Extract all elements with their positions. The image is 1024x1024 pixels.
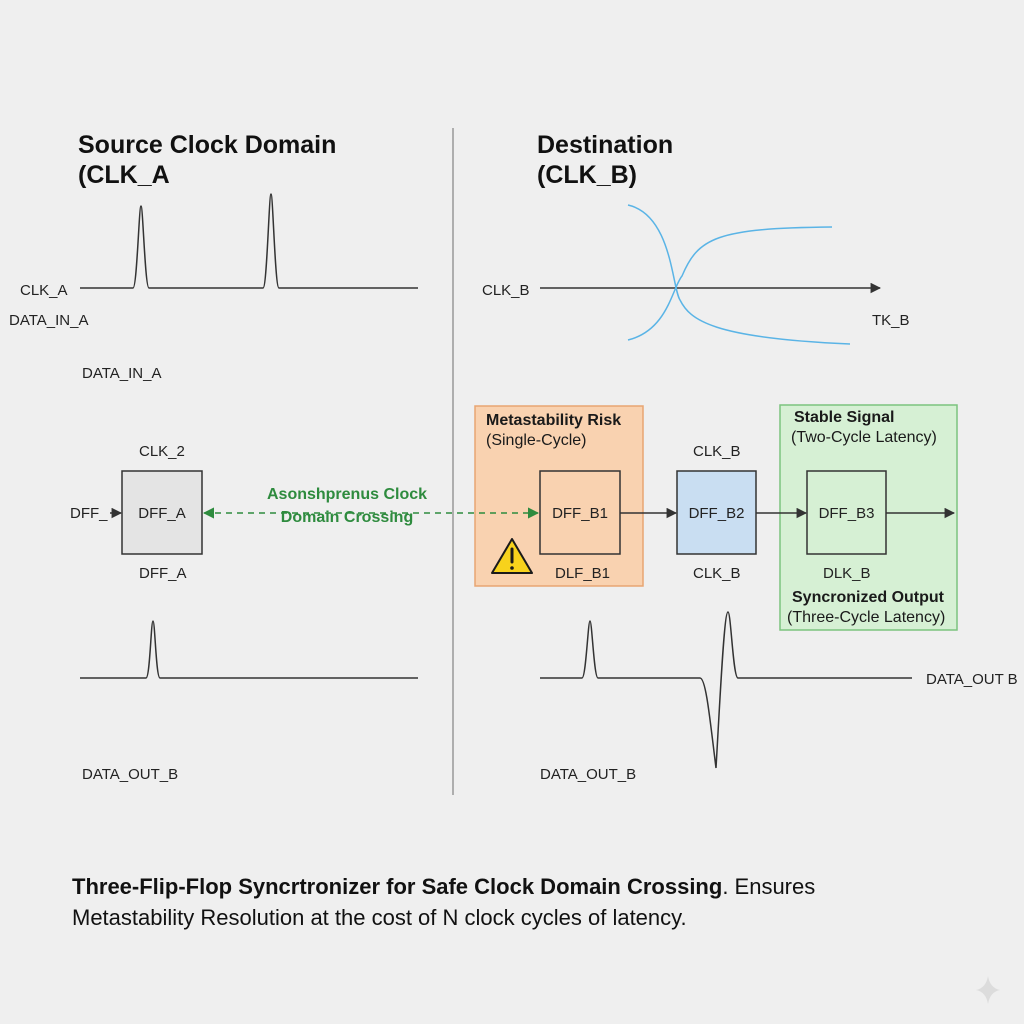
sync-output-title: Syncronized Output — [792, 589, 944, 606]
risk-region-subtitle: (Single-Cycle) — [486, 432, 587, 449]
dff-b3-name: DFF_B3 — [818, 505, 875, 522]
data-in-a-label-secondary: DATA_IN_A — [82, 365, 162, 382]
stable-region-subtitle: (Two-Cycle Latency) — [791, 429, 937, 446]
data-out-b-mid-label: DATA_OUT_B — [540, 766, 637, 783]
clk-a-waveform — [80, 193, 418, 289]
risk-region-title: Metastability Risk — [486, 412, 622, 429]
sparkle-icon — [976, 976, 1000, 1004]
stable-region-title: Stable Signal — [794, 409, 895, 426]
clk-a-label: CLK_A — [20, 282, 68, 299]
dff-b2-box — [676, 470, 757, 555]
dest-heading-line1: Destination — [537, 131, 674, 159]
caption-line1: Three-Flip-Flop Syncrtronizer for Safe C… — [72, 872, 815, 902]
dff-b3-bottom-label: DLK_B — [823, 565, 871, 582]
clk-b-label: CLK_B — [482, 282, 530, 299]
crossing-label-line2: Domain Crossing — [280, 509, 414, 526]
crossing-label: Asonshprenus Clock Domain Crossing — [232, 483, 462, 529]
source-heading-line1: Source Clock Domain — [78, 131, 337, 159]
sync-output-subtitle: (Three-Cycle Latency) — [787, 609, 946, 626]
warning-icon — [491, 538, 533, 574]
crossing-label-line1: Asonshprenus Clock — [266, 486, 428, 503]
tk-b-label: TK_B — [872, 312, 910, 329]
dff-b2-name: DFF_B2 — [688, 505, 745, 522]
data-out-b-left-label: DATA_OUT_B — [82, 766, 179, 783]
caption-rest: . Ensures — [722, 874, 816, 899]
clk-b-falling-curve — [627, 226, 833, 341]
caption-bold: Three-Flip-Flop Syncrtronizer for Safe C… — [72, 874, 723, 899]
data-in-a-label: DATA_IN_A — [9, 312, 89, 329]
dff-a-bottom-label: DFF_A — [139, 565, 187, 582]
dff-b1-name: DFF_B1 — [552, 505, 608, 522]
dff-b1-bottom-label: DLF_B1 — [555, 565, 611, 582]
dff-b2-bottom-label: CLK_B — [693, 565, 741, 582]
dff-a-top-label: CLK_2 — [139, 443, 185, 460]
dest-heading-line2: (CLK_B) — [537, 161, 637, 189]
source-heading-line2: (CLK_A — [78, 161, 170, 189]
caption-line2: Metastability Resolution at the cost of … — [72, 905, 687, 930]
data-out-b-right-label: DATA_OUT B — [926, 671, 1018, 688]
dff-a-name: DFF_A — [138, 505, 186, 522]
dff-a-box — [121, 470, 203, 555]
dff-b3-box — [806, 470, 887, 555]
dff-b2-top-label: CLK_B — [693, 443, 741, 460]
clk-b-rising-curve — [627, 204, 851, 345]
dff-a-input-label: DFF_ — [70, 505, 108, 522]
data-out-b-left-waveform — [80, 620, 418, 679]
data-out-b-right-waveform — [540, 611, 912, 769]
